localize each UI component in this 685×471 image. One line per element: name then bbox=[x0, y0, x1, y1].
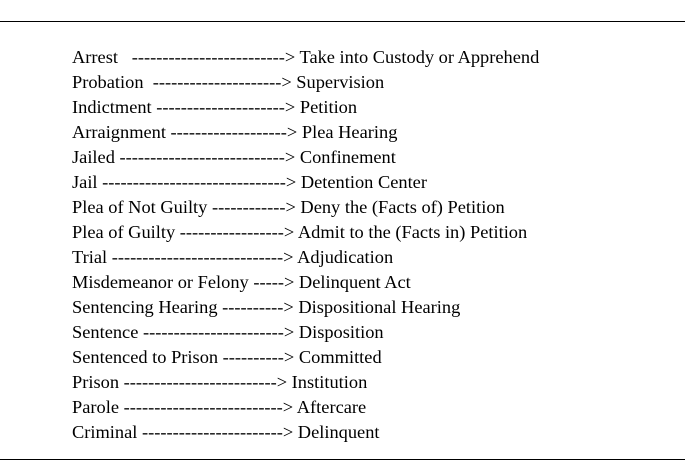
bottom-rule bbox=[0, 459, 685, 460]
term-row-jail: Jail ------------------------------> Det… bbox=[72, 172, 427, 192]
term-row-sentence: Sentence -----------------------> Dispos… bbox=[72, 322, 384, 342]
term-row-sentenced-prison: Sentenced to Prison ----------> Committe… bbox=[72, 347, 382, 367]
term-row-sentencing-hearing: Sentencing Hearing ----------> Dispositi… bbox=[72, 297, 461, 317]
term-row-parole: Parole --------------------------> After… bbox=[72, 397, 367, 417]
top-rule bbox=[0, 21, 685, 22]
term-row-criminal: Criminal -----------------------> Delinq… bbox=[72, 422, 380, 442]
term-row-indictment: Indictment ---------------------> Petiti… bbox=[72, 97, 358, 117]
term-row-plea-not-guilty: Plea of Not Guilty ------------> Deny th… bbox=[72, 197, 505, 217]
term-row-trial: Trial ----------------------------> Adju… bbox=[72, 247, 394, 267]
term-row-jailed: Jailed ---------------------------> Conf… bbox=[72, 147, 396, 167]
term-row-arraignment: Arraignment -------------------> Plea He… bbox=[72, 122, 398, 142]
term-row-arrest: Arrest -------------------------> Take i… bbox=[72, 47, 540, 67]
term-row-prison: Prison -------------------------> Instit… bbox=[72, 372, 368, 392]
term-equivalence-list: Arrest -------------------------> Take i… bbox=[72, 45, 539, 445]
term-row-plea-guilty: Plea of Guilty -----------------> Admit … bbox=[72, 222, 528, 242]
term-row-misdemeanor-felony: Misdemeanor or Felony -----> Delinquent … bbox=[72, 272, 411, 292]
term-row-probation: Probation ---------------------> Supervi… bbox=[72, 72, 385, 92]
